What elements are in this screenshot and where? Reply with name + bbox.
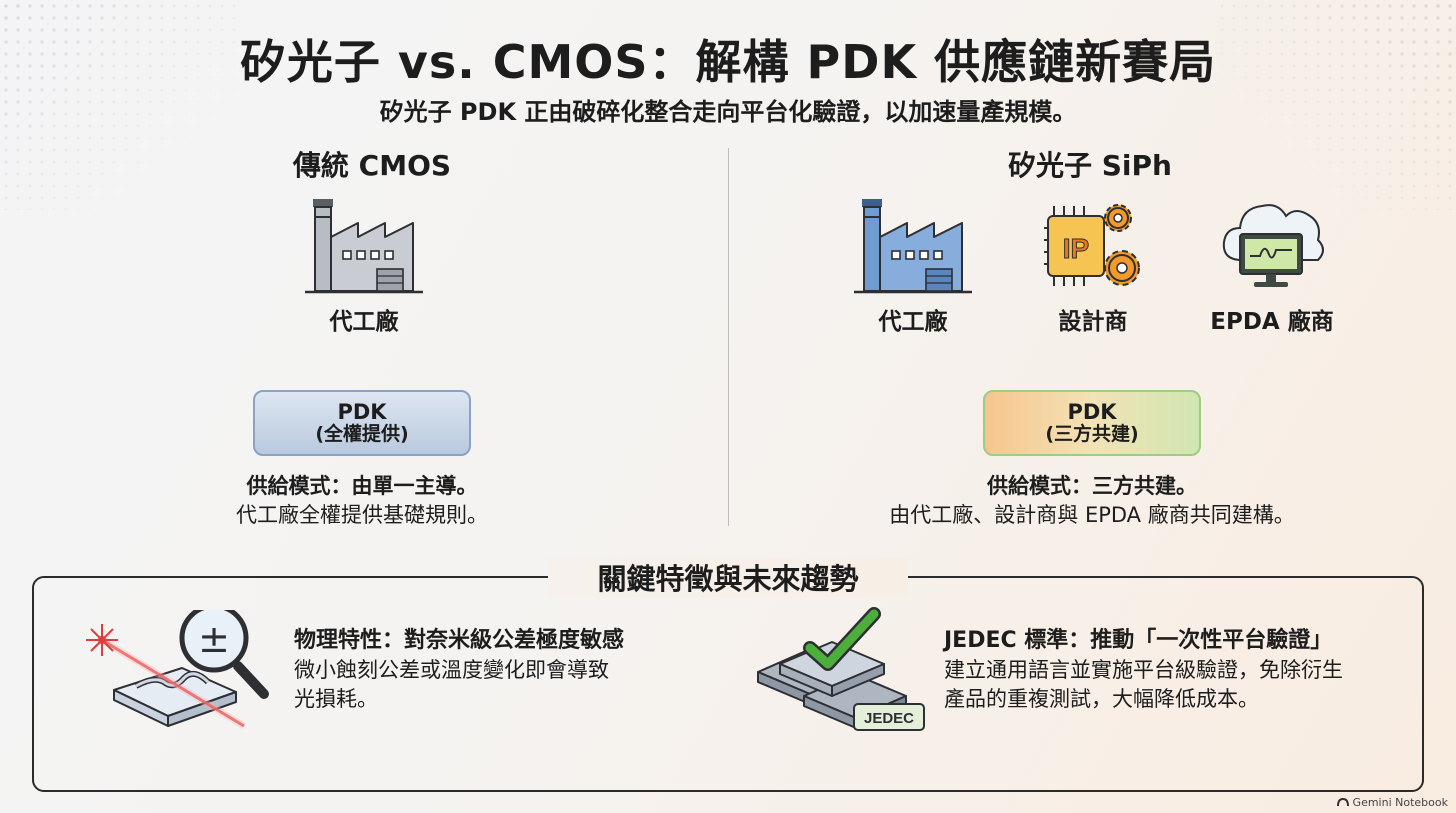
feature-physics-desc: 微小蝕刻公差或溫度變化即會導致 光損耗。 [294, 656, 609, 714]
svg-text:IP: IP [1063, 233, 1089, 264]
page-subtitle: 矽光子 PDK 正由破碎化整合走向平台化驗證，以加速量產規模。 [379, 98, 1077, 126]
factory-icon [852, 193, 974, 299]
feature-jedec-desc: 建立通用語言並實施平台級驗證，免除衍生 產品的重複測試，大幅降低成本。 [944, 656, 1343, 714]
right-designer-label: 設計商 [1058, 309, 1128, 335]
notebook-logo-icon [1336, 798, 1349, 807]
left-supply-model-title: 供給模式：由單一主導。 [246, 474, 478, 498]
right-supply-model: 供給模式：三方共建。 由代工廠、設計商與 EPDA 廠商共同建構。 [812, 472, 1372, 530]
feature-physics-title: 物理特性：對奈米級公差極度敏感 [294, 628, 625, 653]
factory-icon [303, 193, 425, 299]
jedec-badge-text: JEDEC [864, 710, 914, 727]
right-supply-model-desc: 由代工廠、設計商與 EPDA 廠商共同建構。 [889, 503, 1295, 527]
feature-physics-desc-line1: 微小蝕刻公差或溫度變化即會導致 [294, 658, 609, 682]
jedec-checkmark-icon: JEDEC [754, 606, 930, 740]
left-heading: 傳統 CMOS [292, 149, 452, 182]
pdk-box-siph-title: PDK [1067, 400, 1117, 424]
left-factory-label: 代工廠 [329, 309, 399, 335]
pdk-box-cmos-subtitle: (全權提供) [315, 423, 409, 446]
watermark: Gemini Notebook [1336, 796, 1448, 809]
right-heading: 矽光子 SiPh [1008, 149, 1172, 182]
feature-physics-desc-line2: 光損耗。 [294, 687, 378, 711]
cloud-monitor-icon [1218, 194, 1328, 298]
pdk-box-cmos: PDK (全權提供) [253, 390, 471, 456]
pdk-box-siph: PDK (三方共建) [983, 390, 1201, 456]
ip-chip-gears-icon: IP [1040, 196, 1144, 300]
left-supply-model-desc: 代工廠全權提供基礎規則。 [236, 503, 488, 527]
pdk-box-cmos-title: PDK [337, 400, 387, 424]
features-panel-title: 關鍵特徵與未來趨勢 [548, 557, 908, 597]
page-title: 矽光子 vs. CMOS：解構 PDK 供應鏈新賽局 [239, 35, 1217, 89]
left-supply-model: 供給模式：由單一主導。 代工廠全權提供基礎規則。 [82, 472, 642, 530]
right-supply-model-title: 供給模式：三方共建。 [987, 474, 1197, 498]
feature-jedec-title: JEDEC 標準：推動「一次性平台驗證」 [944, 628, 1333, 653]
right-epda-label: EPDA 廠商 [1210, 309, 1334, 335]
right-factory-label: 代工廠 [878, 309, 948, 335]
plus-minus-symbol: ± [198, 617, 230, 661]
feature-jedec-desc-line2: 產品的重複測試，大幅降低成本。 [944, 687, 1259, 711]
column-divider [728, 148, 729, 526]
laser-magnifier-icon: ± [84, 603, 284, 746]
pdk-box-siph-subtitle: (三方共建) [1045, 423, 1139, 446]
watermark-text: Gemini Notebook [1352, 796, 1448, 809]
feature-jedec-desc-line1: 建立通用語言並實施平台級驗證，免除衍生 [944, 658, 1343, 682]
